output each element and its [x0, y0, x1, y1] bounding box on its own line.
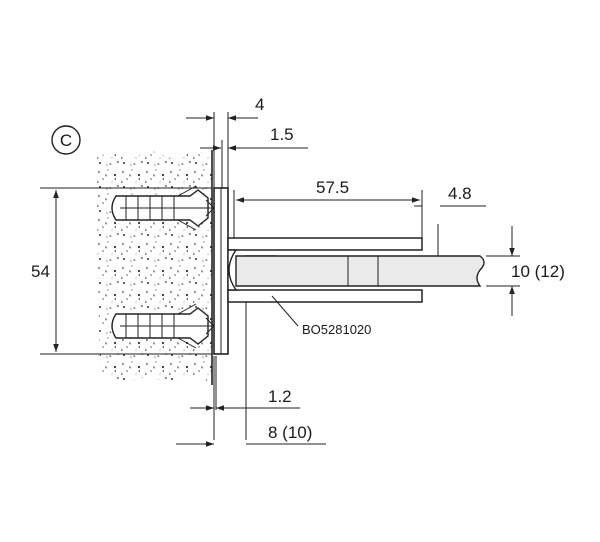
- anchor-bottom: [111, 303, 215, 349]
- part-number-label: BO5281020: [302, 322, 371, 337]
- wall-plate: [213, 187, 229, 355]
- dim-8-10: 8 (10): [268, 423, 312, 442]
- dimension-lines: [53, 115, 515, 447]
- dim-1-2: 1.2: [268, 387, 292, 406]
- dim-4-8: 4.8: [448, 184, 472, 203]
- dim-glass-thickness: 10 (12): [511, 262, 565, 281]
- dim-4: 4: [255, 95, 264, 114]
- glass-pane: [235, 255, 485, 287]
- dim-54: 54: [31, 262, 50, 281]
- dim-57-5: 57.5: [316, 178, 349, 197]
- dim-1-5: 1.5: [270, 125, 294, 144]
- view-label: C: [51, 125, 81, 155]
- view-label-text: C: [60, 131, 72, 150]
- concrete-wall: [96, 150, 213, 385]
